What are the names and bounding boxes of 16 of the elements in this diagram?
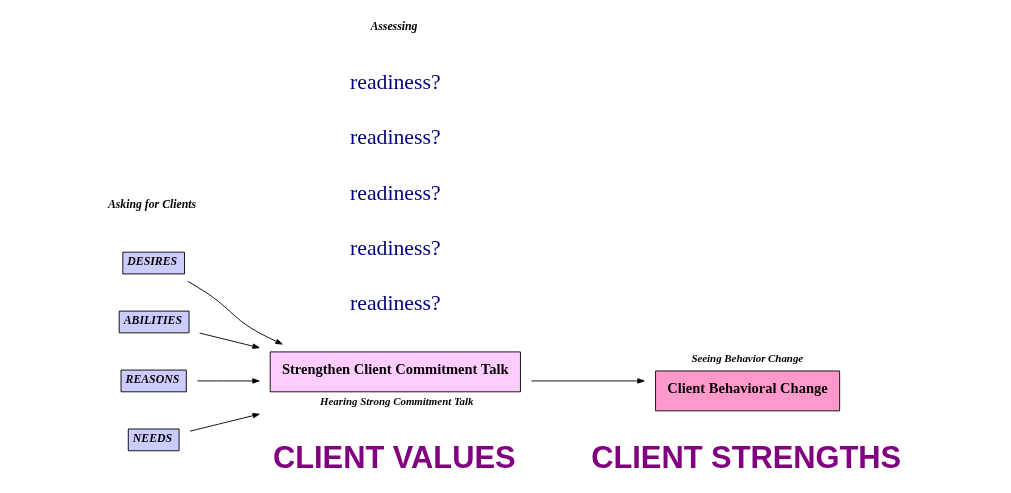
label: readiness? [349, 291, 441, 316]
arrow [531, 378, 645, 384]
node-label: Hearing Strong Commitment Talk [320, 395, 474, 408]
label: readiness? [349, 70, 441, 95]
arrow [189, 413, 260, 432]
arrow [199, 332, 260, 349]
label: Assessing [370, 20, 418, 34]
label: CLIENT STRENGTHS [591, 439, 902, 475]
label: readiness? [349, 125, 441, 150]
arrow [187, 280, 283, 345]
label: readiness? [349, 180, 441, 205]
label: CLIENT VALUES [272, 439, 516, 475]
label: Asking for Clients [107, 198, 197, 212]
label: readiness? [349, 236, 441, 261]
arrow [197, 378, 260, 384]
node-label: Seeing Behavior Change [691, 351, 804, 364]
